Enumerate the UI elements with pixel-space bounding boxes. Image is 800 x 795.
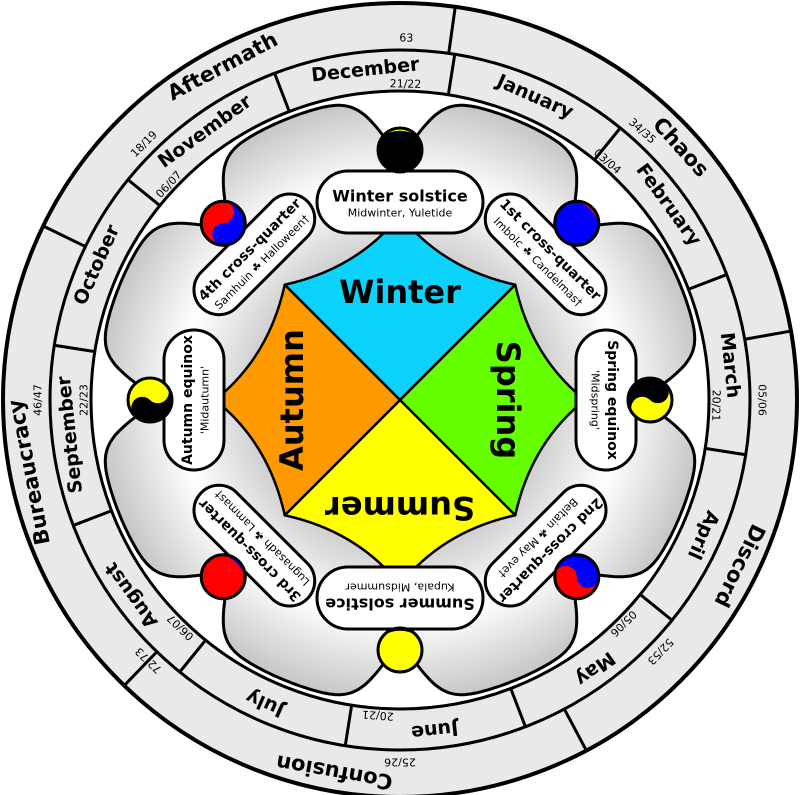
month-divider bbox=[446, 54, 457, 96]
month-june: June bbox=[410, 717, 461, 744]
month-divider bbox=[54, 343, 96, 354]
month-divider bbox=[639, 593, 673, 622]
discordian-date: 46/47 bbox=[32, 384, 45, 416]
cross-quarter-1-moon-icon bbox=[553, 199, 601, 247]
month-divider bbox=[178, 639, 207, 673]
month-date: 20/21 bbox=[709, 390, 723, 422]
season-label-spring: Spring bbox=[489, 341, 527, 459]
season-label-summer: Summer bbox=[325, 489, 475, 527]
holiday-title: Autumn equinox bbox=[180, 335, 196, 465]
cross-quarter-3-moon-icon bbox=[199, 553, 247, 601]
holiday-title: Winter solstice bbox=[332, 187, 468, 206]
discordian-date: 25/26 bbox=[384, 756, 416, 769]
month-divider bbox=[687, 273, 728, 291]
discordian-date: 63 bbox=[399, 31, 413, 44]
holiday-subtitle: 'Midautumn' bbox=[199, 366, 212, 434]
cross-quarter-4-moon-icon bbox=[199, 199, 247, 247]
holiday-subtitle: Midwinter, Yuletide bbox=[348, 207, 453, 220]
season-divider bbox=[447, 6, 457, 54]
month-date: 21/22 bbox=[390, 77, 422, 91]
month-divider bbox=[127, 178, 161, 207]
holiday-title: Summer solstice bbox=[325, 595, 475, 614]
month-divider bbox=[72, 509, 113, 527]
season-label-winter: Winter bbox=[339, 273, 461, 311]
month-divider bbox=[593, 127, 622, 161]
season-divider bbox=[744, 329, 792, 341]
month-date: 22/23 bbox=[78, 384, 91, 416]
cross-quarter-2-moon-icon bbox=[553, 553, 601, 601]
summer-solstice-moon-icon bbox=[376, 626, 424, 674]
discordian-date: 05/06 bbox=[756, 384, 769, 416]
spring-equinox-moon-icon bbox=[626, 376, 674, 424]
month-date: 20/21 bbox=[362, 708, 395, 723]
autumn-equinox-moon-icon bbox=[126, 376, 174, 424]
season-label-autumn: Autumn bbox=[273, 329, 311, 471]
season-divider bbox=[123, 650, 158, 687]
month-divider bbox=[509, 687, 527, 728]
holiday-subtitle: 'Midspring' bbox=[589, 370, 602, 430]
season-divider bbox=[42, 224, 87, 248]
holiday-subtitle: Kupala, Midsummer bbox=[345, 581, 455, 594]
season-divider bbox=[562, 708, 588, 752]
holiday-title: Spring equinox bbox=[604, 340, 620, 460]
holiday-label-6: Autumn equinox'Midautumn' bbox=[162, 328, 226, 472]
month-divider bbox=[343, 704, 354, 746]
month-divider bbox=[704, 446, 746, 457]
winter-solstice-moon-icon bbox=[376, 126, 424, 174]
month-divider bbox=[273, 72, 291, 113]
